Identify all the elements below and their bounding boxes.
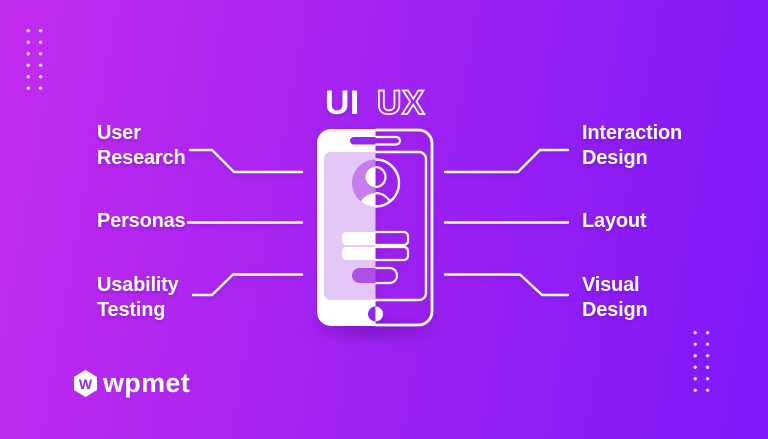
wpmet-hexagon-icon: W [74, 370, 97, 397]
label-user-research: User Research [97, 121, 186, 171]
label-line: Design [582, 147, 648, 169]
label-line: Personas [97, 210, 186, 232]
text-bar [342, 232, 376, 245]
dot-grid-top-left [22, 25, 47, 95]
wpmet-logo: W wpmet [74, 370, 190, 397]
wpmet-wordmark: wpmet [103, 368, 191, 398]
avatar-icon [375, 158, 401, 208]
label-visual-design: Visual Design [582, 273, 648, 323]
connector-interaction [443, 148, 570, 174]
label-line: User [97, 122, 141, 144]
person-icon [358, 167, 376, 207]
phone-right-outline [375, 128, 434, 327]
phone-left-solid [317, 129, 376, 326]
label-line: Layout [582, 210, 647, 232]
title: UI UX [300, 84, 450, 122]
connector-usability [191, 273, 304, 297]
button-pill [352, 268, 376, 283]
wpmet-w-glyph: W [78, 375, 93, 392]
text-bar [342, 247, 376, 260]
label-layout: Layout [582, 209, 647, 234]
home-button-icon [375, 306, 383, 322]
connector-user-research [188, 148, 304, 174]
label-line: Interaction [582, 122, 683, 144]
title-ux: UX [376, 84, 426, 122]
label-interaction-design: Interaction Design [582, 121, 682, 171]
label-line: Visual [582, 274, 640, 296]
label-line: Design [582, 299, 648, 321]
button-pill [375, 266, 399, 285]
text-bar [375, 230, 410, 247]
home-button-icon [368, 306, 376, 322]
phone-body [375, 128, 434, 327]
speaker-icon [350, 137, 376, 145]
label-personas: Personas [97, 209, 186, 234]
text-bar [375, 245, 410, 262]
phone-illustration [317, 128, 434, 327]
person-icon [375, 165, 395, 207]
phone-screen [375, 150, 428, 302]
label-line: Testing [97, 299, 166, 321]
title-ui: UI [324, 84, 360, 122]
label-line: Research [97, 147, 186, 169]
connector-visual [443, 273, 570, 297]
dot-grid-bottom-right [689, 327, 714, 397]
label-usability-testing: Usability Testing [97, 273, 179, 323]
label-line: Usability [97, 274, 179, 296]
speaker-icon [375, 135, 402, 146]
